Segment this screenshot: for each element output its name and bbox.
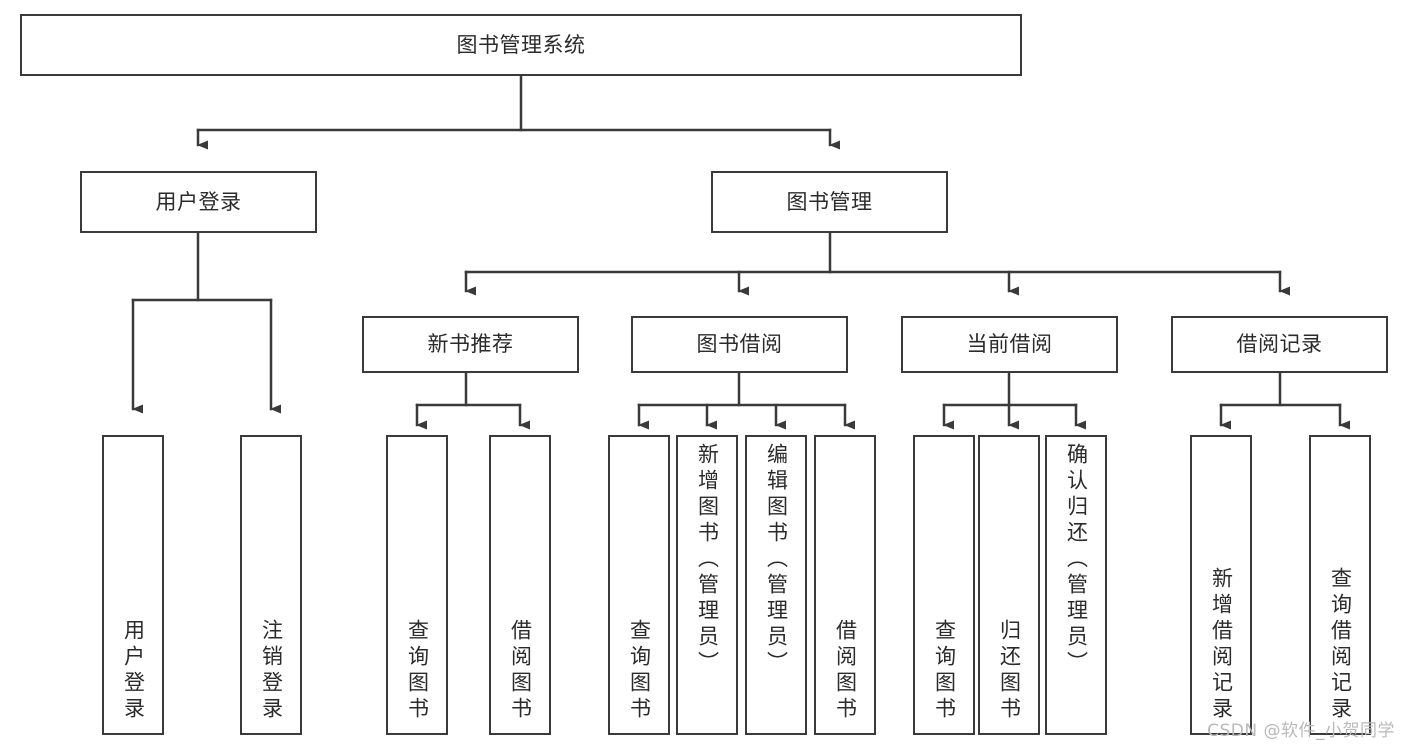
- node-leaf-query-book-2[interactable]: 查询图书: [608, 435, 670, 735]
- node-leaf-query-record[interactable]: 查询借阅记录: [1309, 435, 1371, 735]
- node-leaf-add-record[interactable]: 新增借阅记录: [1190, 435, 1252, 735]
- node-leaf-user-login[interactable]: 用户登录: [102, 435, 164, 735]
- node-leaf-confirm-return-label: 确认归还（管理员）: [1064, 443, 1089, 677]
- node-leaf-borrow-book-1-label: 借阅图书: [508, 619, 533, 723]
- node-book-borrow-label: 图书借阅: [696, 332, 783, 357]
- node-borrow-record-label: 借阅记录: [1236, 332, 1323, 357]
- node-leaf-return-book-label: 归还图书: [997, 619, 1022, 723]
- node-leaf-query-book-1-label: 查询图书: [405, 619, 430, 723]
- node-leaf-query-book-3-label: 查询图书: [932, 619, 957, 723]
- node-root[interactable]: 图书管理系统: [20, 14, 1022, 76]
- node-leaf-borrow-book-2-label: 借阅图书: [833, 619, 858, 723]
- node-leaf-query-book-1[interactable]: 查询图书: [386, 435, 448, 735]
- node-book-manage-label: 图书管理: [786, 189, 873, 214]
- node-new-book-rec[interactable]: 新书推荐: [362, 316, 579, 373]
- node-leaf-query-book-3[interactable]: 查询图书: [913, 435, 975, 735]
- node-borrow-record[interactable]: 借阅记录: [1171, 316, 1388, 373]
- node-leaf-add-record-label: 新增借阅记录: [1209, 567, 1234, 723]
- node-leaf-edit-book[interactable]: 编辑图书（管理员）: [745, 435, 807, 735]
- node-current-borrow-label: 当前借阅: [966, 332, 1053, 357]
- node-book-borrow[interactable]: 图书借阅: [631, 316, 848, 373]
- node-leaf-add-book-label: 新增图书（管理员）: [695, 443, 720, 677]
- node-user-login[interactable]: 用户登录: [80, 171, 317, 233]
- node-leaf-borrow-book-2[interactable]: 借阅图书: [814, 435, 876, 735]
- node-root-label: 图书管理系统: [456, 32, 586, 57]
- node-current-borrow[interactable]: 当前借阅: [901, 316, 1118, 373]
- node-new-book-rec-label: 新书推荐: [427, 332, 514, 357]
- node-leaf-edit-book-label: 编辑图书（管理员）: [764, 443, 789, 677]
- node-leaf-user-login-label: 用户登录: [121, 619, 146, 723]
- node-book-manage[interactable]: 图书管理: [711, 171, 948, 233]
- node-user-login-label: 用户登录: [155, 189, 242, 214]
- node-leaf-add-book[interactable]: 新增图书（管理员）: [676, 435, 738, 735]
- node-leaf-query-record-label: 查询借阅记录: [1328, 567, 1353, 723]
- node-leaf-return-book[interactable]: 归还图书: [978, 435, 1040, 735]
- node-leaf-user-logout[interactable]: 注销登录: [240, 435, 302, 735]
- node-leaf-confirm-return[interactable]: 确认归还（管理员）: [1045, 435, 1107, 735]
- node-leaf-borrow-book-1[interactable]: 借阅图书: [489, 435, 551, 735]
- node-leaf-query-book-2-label: 查询图书: [627, 619, 652, 723]
- node-leaf-user-logout-label: 注销登录: [259, 619, 284, 723]
